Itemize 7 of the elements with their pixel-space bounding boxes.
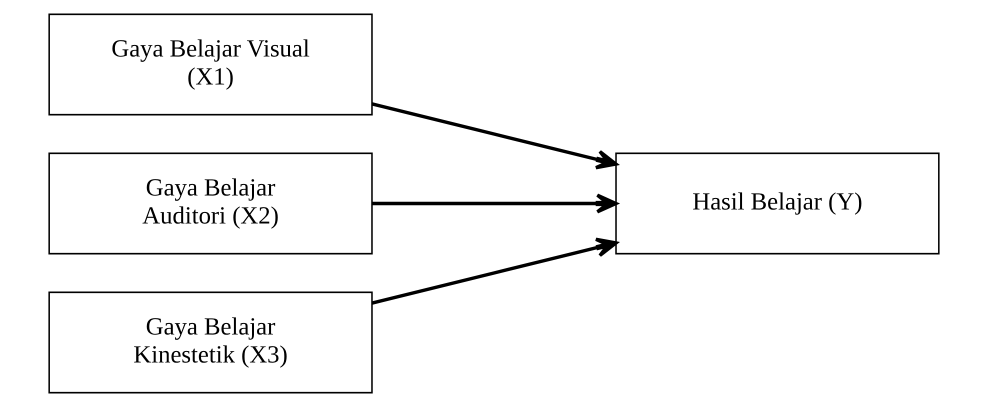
- node-box: Gaya Belajar Visual (X1): [48, 14, 373, 116]
- arrow: [372, 238, 618, 305]
- node-box: Gaya Belajar Auditori (X2): [48, 152, 373, 254]
- node-box: Gaya Belajar Kinestetik (X3): [48, 292, 373, 394]
- node-box: Hasil Belajar (Y): [615, 152, 940, 254]
- arrow: [372, 193, 618, 214]
- arrow: [372, 102, 618, 170]
